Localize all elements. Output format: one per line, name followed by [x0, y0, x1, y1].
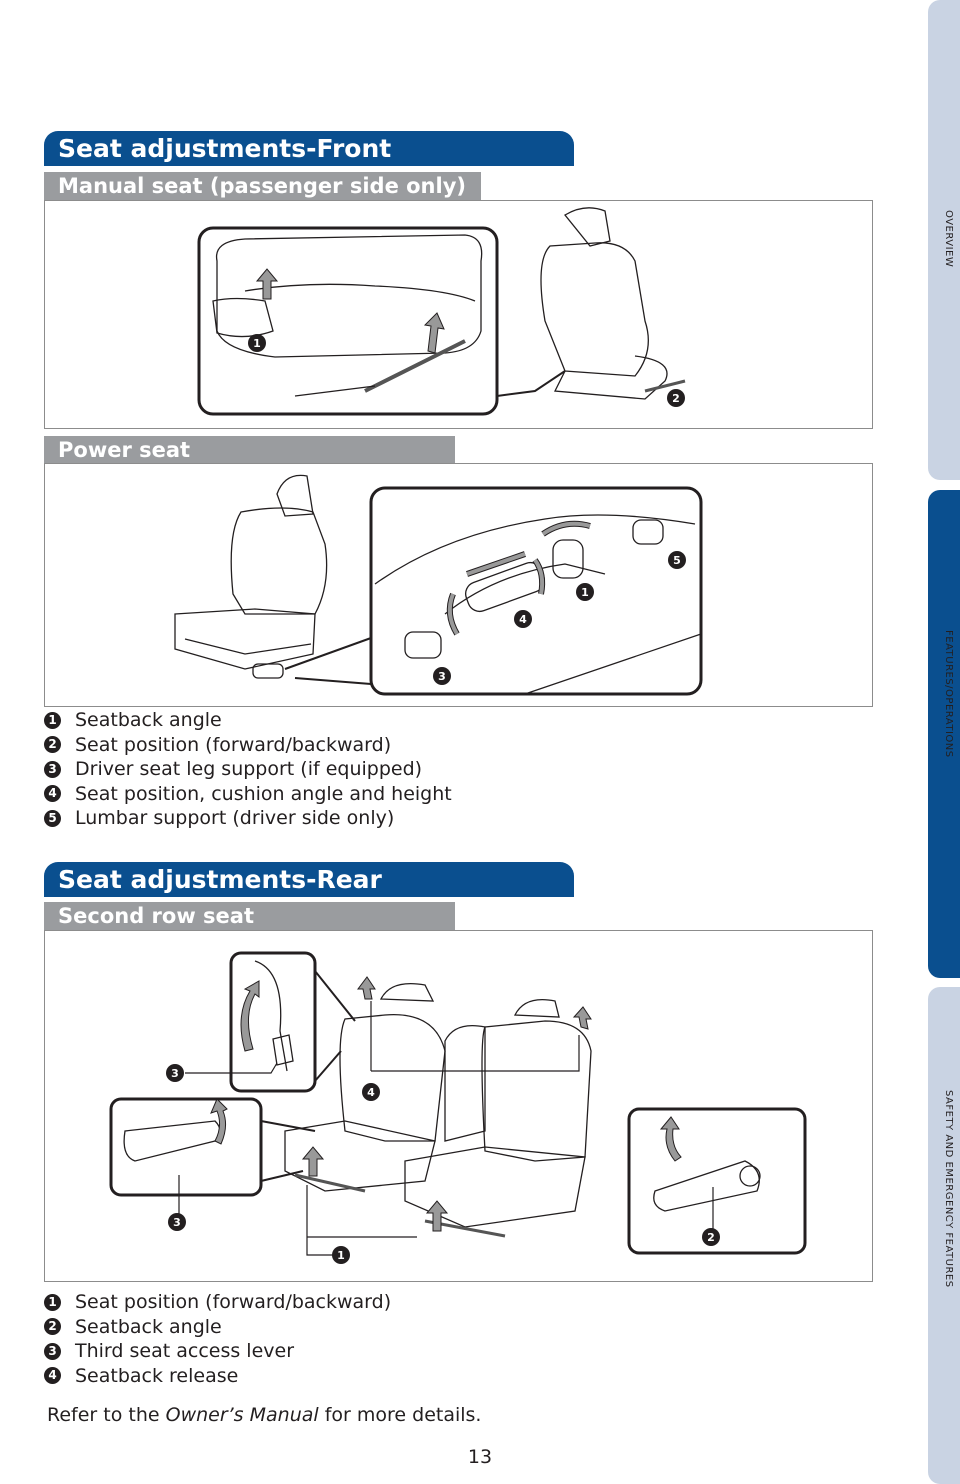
svg-text:1: 1: [337, 1249, 345, 1262]
subtitle-manual-seat: Manual seat (passenger side only): [44, 172, 481, 200]
legend-number: 1: [44, 1293, 61, 1311]
legend-number: 3: [44, 1342, 61, 1360]
svg-text:3: 3: [438, 670, 446, 683]
footnote: Refer to the Owner’s Manual for more det…: [47, 1404, 481, 1426]
legend-item: 1 Seatback angle: [44, 708, 452, 733]
legend-number: 2: [44, 1318, 61, 1336]
svg-text:3: 3: [171, 1067, 179, 1080]
figure-manual-seat: 1 2: [44, 200, 873, 429]
legend-item: 4 Seatback release: [44, 1364, 391, 1389]
side-tab-safety[interactable]: [928, 987, 960, 1484]
side-tab-features[interactable]: [928, 490, 960, 978]
front-legend: 1 Seatback angle 2 Seat position (forward/…: [44, 708, 452, 831]
power-seat-illustration: 1 3 4 5: [174, 474, 703, 696]
rear-callout-4: 4: [362, 1083, 380, 1101]
figure-power-seat: 1 3 4 5: [44, 463, 873, 707]
manual-callout-2: 2: [667, 389, 685, 407]
svg-text:4: 4: [367, 1086, 375, 1099]
legend-number: 5: [44, 809, 61, 827]
legend-item: 3 Driver seat leg support (if equipped): [44, 757, 452, 782]
legend-text: Lumbar support (driver side only): [75, 807, 395, 829]
legend-number: 3: [44, 760, 61, 778]
legend-item: 5 Lumbar support (driver side only): [44, 806, 452, 831]
manual-seat-illustration: 1 2: [197, 207, 686, 416]
svg-text:1: 1: [253, 337, 261, 350]
power-callout-1: 1: [576, 583, 594, 601]
power-callout-3: 3: [433, 667, 451, 685]
subtitle-second-row: Second row seat: [44, 902, 455, 930]
legend-item: 3 Third seat access lever: [44, 1339, 391, 1364]
legend-text: Driver seat leg support (if equipped): [75, 758, 423, 780]
legend-item: 2 Seat position (forward/backward): [44, 733, 452, 758]
legend-text: Seat position (forward/backward): [75, 733, 392, 756]
second-row-seat-illustration: 3 4 3 1 2: [109, 951, 807, 1264]
legend-text: Seatback angle: [75, 709, 222, 731]
legend-number: 2: [44, 736, 61, 754]
svg-text:1: 1: [581, 586, 589, 599]
legend-item: 2 Seatback angle: [44, 1315, 391, 1340]
section-title-rear: Seat adjustments-Rear: [44, 862, 574, 897]
svg-text:2: 2: [707, 1231, 715, 1244]
manual-callout-1: 1: [248, 334, 266, 352]
legend-text: Third seat access lever: [75, 1340, 295, 1362]
footnote-manual-title: Owner’s Manual: [165, 1404, 319, 1426]
side-tab-label-features: FEATURES/OPERATIONS: [943, 630, 954, 758]
subtitle-power-seat: Power seat: [44, 436, 455, 464]
power-callout-4: 4: [514, 610, 532, 628]
legend-text: Seatback release: [75, 1364, 239, 1387]
side-tab-label-overview: OVERVIEW: [943, 210, 954, 268]
legend-text: Seat position, cushion angle and height: [75, 782, 452, 805]
figure-second-row-seat: 3 4 3 1 2: [44, 930, 873, 1282]
rear-callout-3-bottom: 3: [168, 1213, 186, 1231]
svg-text:2: 2: [672, 392, 680, 405]
svg-text:5: 5: [673, 554, 681, 567]
legend-text: Seatback angle: [75, 1315, 222, 1338]
svg-text:4: 4: [519, 613, 527, 626]
section-title-front: Seat adjustments-Front: [44, 131, 574, 166]
legend-text: Seat position (forward/backward): [75, 1291, 392, 1313]
legend-item: 4 Seat position, cushion angle and height: [44, 782, 452, 807]
footnote-prefix: Refer to the: [47, 1404, 166, 1426]
legend-number: 1: [44, 711, 61, 729]
legend-number: 4: [44, 1367, 61, 1385]
power-callout-5: 5: [668, 551, 686, 569]
svg-text:3: 3: [173, 1216, 181, 1229]
legend-item: 1 Seat position (forward/backward): [44, 1290, 391, 1315]
rear-callout-1: 1: [332, 1246, 350, 1264]
rear-callout-2: 2: [702, 1228, 720, 1246]
page-number: 13: [467, 1446, 493, 1468]
legend-number: 4: [44, 785, 61, 803]
rear-callout-3-top: 3: [166, 1064, 184, 1082]
footnote-suffix: for more details.: [318, 1404, 482, 1426]
side-tab-label-safety: SAFETY AND EMERGENCY FEATURES: [943, 1090, 954, 1288]
side-tab-overview[interactable]: [928, 0, 960, 480]
